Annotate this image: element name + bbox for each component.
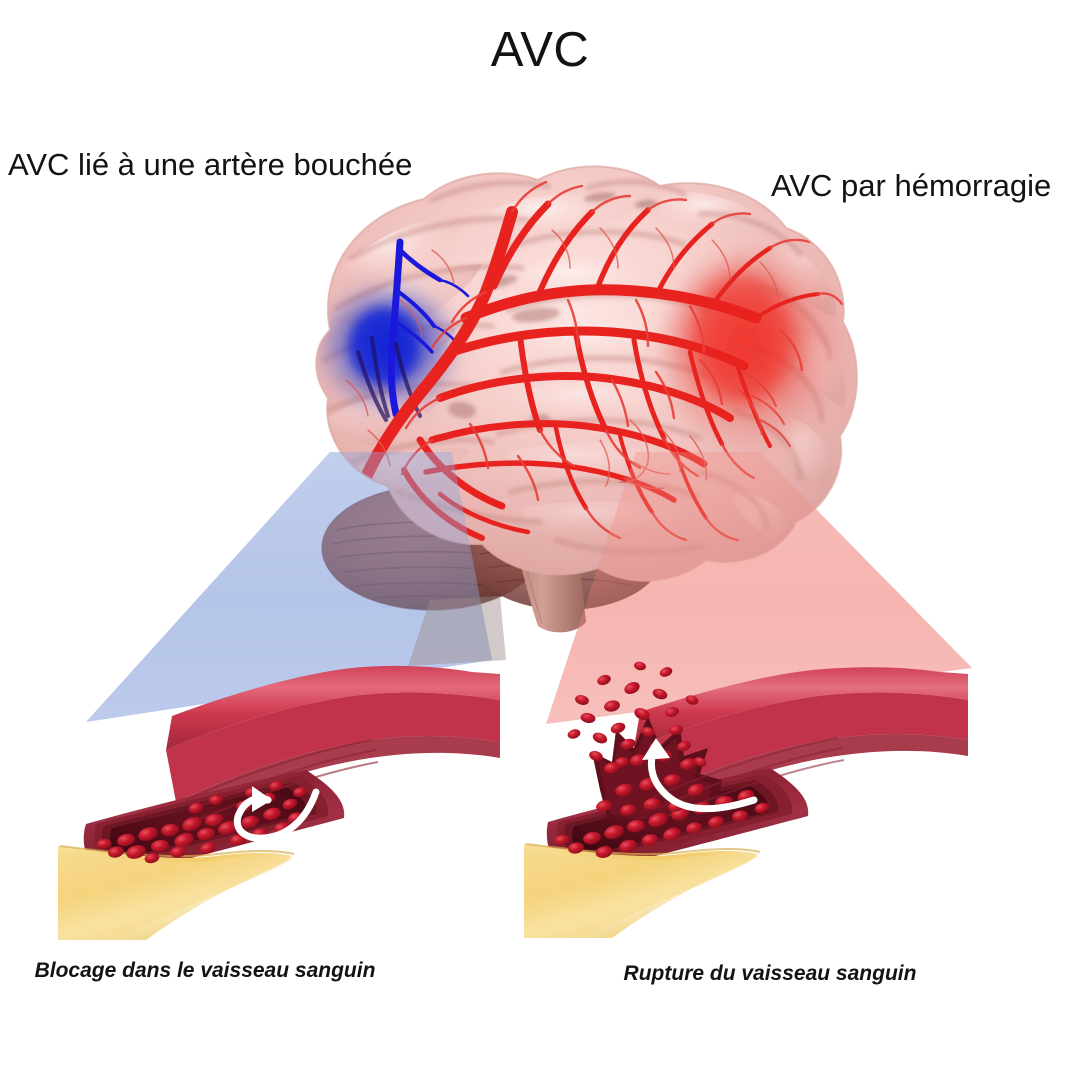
occipital-capillaries — [735, 343, 791, 447]
cone-tail-left — [408, 596, 506, 666]
label-hemorrhagic-stroke: AVC par hémorragie — [771, 168, 1052, 203]
flow-arrow-left — [233, 786, 320, 842]
cone-overlay-right — [546, 452, 972, 724]
ischemic-dark-vessels — [356, 336, 422, 422]
page-title: AVC — [490, 23, 590, 77]
caption-blocked-vessel: Blocage dans le vaisseau sanguin — [34, 959, 376, 982]
cortical-vein — [387, 238, 470, 418]
capillary-mesh — [345, 227, 779, 490]
brain-illustration — [315, 165, 858, 633]
plaque-right — [524, 843, 761, 938]
vessel-blocked — [58, 665, 500, 940]
label-ischemic-stroke: AVC lié à une artère bouchée — [8, 147, 413, 182]
cone-overlay-left — [86, 452, 492, 722]
vessel-ruptured — [524, 661, 968, 938]
arteriole-twigs — [400, 180, 844, 542]
escaping-rbc-spray — [567, 661, 707, 767]
plaque-left — [58, 845, 295, 940]
flow-arrow-right — [642, 738, 758, 813]
cerebrum-outline — [315, 165, 858, 582]
caption-ruptured-vessel: Rupture du vaisseau sanguin — [623, 962, 917, 985]
